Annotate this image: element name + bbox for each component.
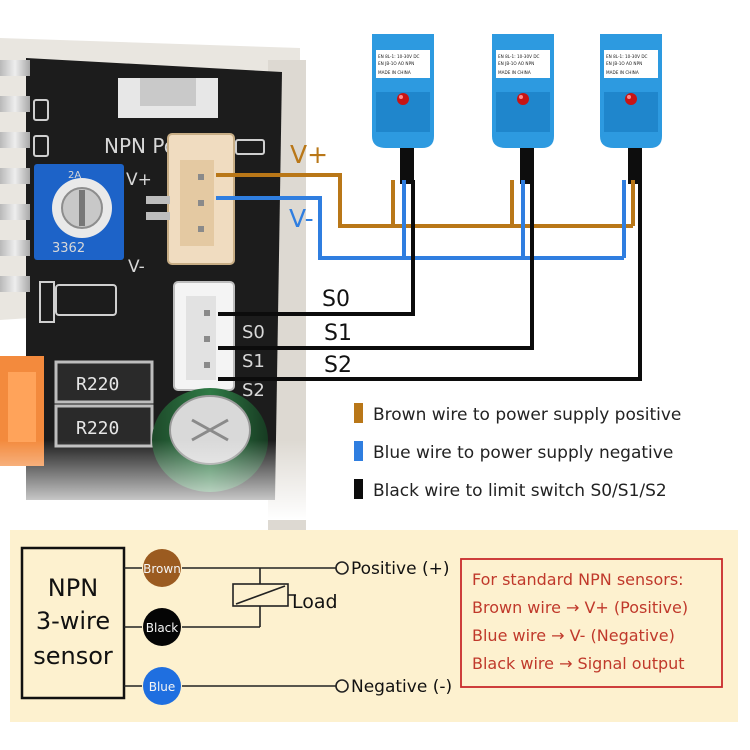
note-line-2: Blue wire → V- (Negative): [472, 626, 675, 645]
legend-text-brown: Brown wire to power supply positive: [373, 405, 681, 425]
positive-terminal: [335, 561, 349, 575]
sensor-label-text: EN 8L-1: 10-30V DC: [606, 54, 648, 59]
svg-text:R220: R220: [76, 374, 119, 395]
power-connector: [146, 133, 235, 265]
proximity-sensor: EN 8L-1: 10-30V DC EN JB-1O AO NPN MADE IN…: [600, 34, 662, 184]
wire-label-s0: S0: [322, 287, 350, 312]
sensor-label-text: EN 8L-1: 10-30V DC: [378, 54, 420, 59]
sensor-box-line-2: 3-wire: [36, 607, 110, 635]
sensor-label-plate: [604, 50, 658, 78]
load-coil: [232, 583, 289, 607]
brown-badge: [143, 549, 181, 587]
note-title: For standard NPN sensors:: [472, 570, 684, 589]
wire-label-vplus: V+: [290, 140, 328, 169]
sensor-led-icon: [397, 93, 409, 105]
resistor-2: R220: [54, 404, 154, 448]
legend-text-blue: Blue wire to power supply negative: [373, 443, 673, 463]
sensor-label-text: EN 8L-1: 10-30V DC: [498, 54, 540, 59]
legend-swatch-brown: [354, 403, 363, 423]
sensor-label-plate: [496, 50, 550, 78]
load-label: Load: [292, 591, 338, 613]
positive-label: Positive (+): [351, 559, 449, 579]
npn-note-box: [460, 558, 723, 688]
wires: [216, 173, 642, 381]
black-wire-s2: [218, 180, 642, 381]
sensor-label-text: MADE IN CHINA: [606, 70, 639, 75]
black-badge-label: Black: [146, 621, 179, 635]
wire-label-s2: S2: [324, 353, 352, 378]
wire-label-vminus: V-: [289, 204, 314, 233]
black-wire-s1: [218, 180, 534, 350]
sensor-led-icon: [625, 93, 637, 105]
sensor-label-text: EN JB-1O AO NPN: [378, 61, 414, 66]
sensor-cable: [628, 140, 642, 184]
sensor-box-line-3: sensor: [33, 642, 113, 670]
heatsink: [0, 60, 30, 292]
pin-label-s1: S1: [242, 351, 265, 372]
sensor-label-text: EN JB-1O AO NPN: [606, 61, 642, 66]
blue-badge: [143, 667, 181, 705]
svg-text:R220: R220: [76, 418, 119, 439]
legend-text-black: Black wire to limit switch S0/S1/S2: [373, 481, 667, 501]
pcb-photo: NPN Power 2A 3362 V+ V-: [0, 38, 750, 530]
svg-text:3362: 3362: [52, 241, 85, 256]
sensor-label-text: MADE IN CHINA: [378, 70, 411, 75]
negative-label: Negative (-): [351, 677, 452, 697]
brown-wire: [216, 173, 633, 228]
black-badge: [143, 608, 181, 646]
sensor-cable: [400, 140, 414, 184]
pin-label-vminus: V-: [128, 257, 145, 277]
schematic-lines: [124, 567, 336, 687]
proximity-sensor: EN 8L-1: 10-30V DC EN JB-1O AO NPN MADE IN…: [372, 34, 434, 184]
sensor-led-icon: [517, 93, 529, 105]
wire-legend: Brown wire to power supply positive Blue…: [354, 403, 681, 501]
sensor-label-text: EN JB-1O AO NPN: [498, 61, 534, 66]
blue-badge-label: Blue: [149, 680, 176, 694]
resistor-1: R220: [54, 360, 154, 404]
pin-label-s0: S0: [242, 322, 265, 343]
note-line-1: Brown wire → V+ (Positive): [472, 598, 688, 617]
sensors: EN 8L-1: 10-30V DC EN JB-1O AO NPN MADE IN…: [372, 34, 662, 184]
schematic-panel: NPN 3-wire sensor Brown Black Blue: [10, 530, 738, 722]
negative-terminal: [335, 679, 349, 693]
brown-badge-label: Brown: [143, 562, 181, 576]
black-wire-s0: [218, 180, 415, 316]
note-line-3: Black wire → Signal output: [472, 654, 685, 673]
sensor-label-text: MADE IN CHINA: [498, 70, 531, 75]
legend-swatch-black: [354, 479, 363, 499]
signal-connector: [173, 281, 235, 391]
npn-sensor-box: [20, 546, 126, 700]
legend-swatch-blue: [354, 441, 363, 461]
blue-wire: [216, 196, 624, 260]
wire-label-s1: S1: [324, 321, 352, 346]
schematic-background: [10, 530, 738, 722]
sensor-box-line-1: NPN: [48, 574, 98, 602]
sensor-label-plate: [376, 50, 430, 78]
proximity-sensor: EN 8L-1: 10-30V DC EN JB-1O AO NPN MADE IN…: [492, 34, 554, 184]
pin-label-s2: S2: [242, 380, 265, 401]
pin-label-vplus: V+: [126, 170, 152, 190]
pcb-silkscreen: [33, 99, 265, 323]
potentiometer: 2A 3362: [34, 164, 124, 260]
sensor-cable: [520, 140, 534, 184]
svg-text:2A: 2A: [68, 170, 81, 181]
